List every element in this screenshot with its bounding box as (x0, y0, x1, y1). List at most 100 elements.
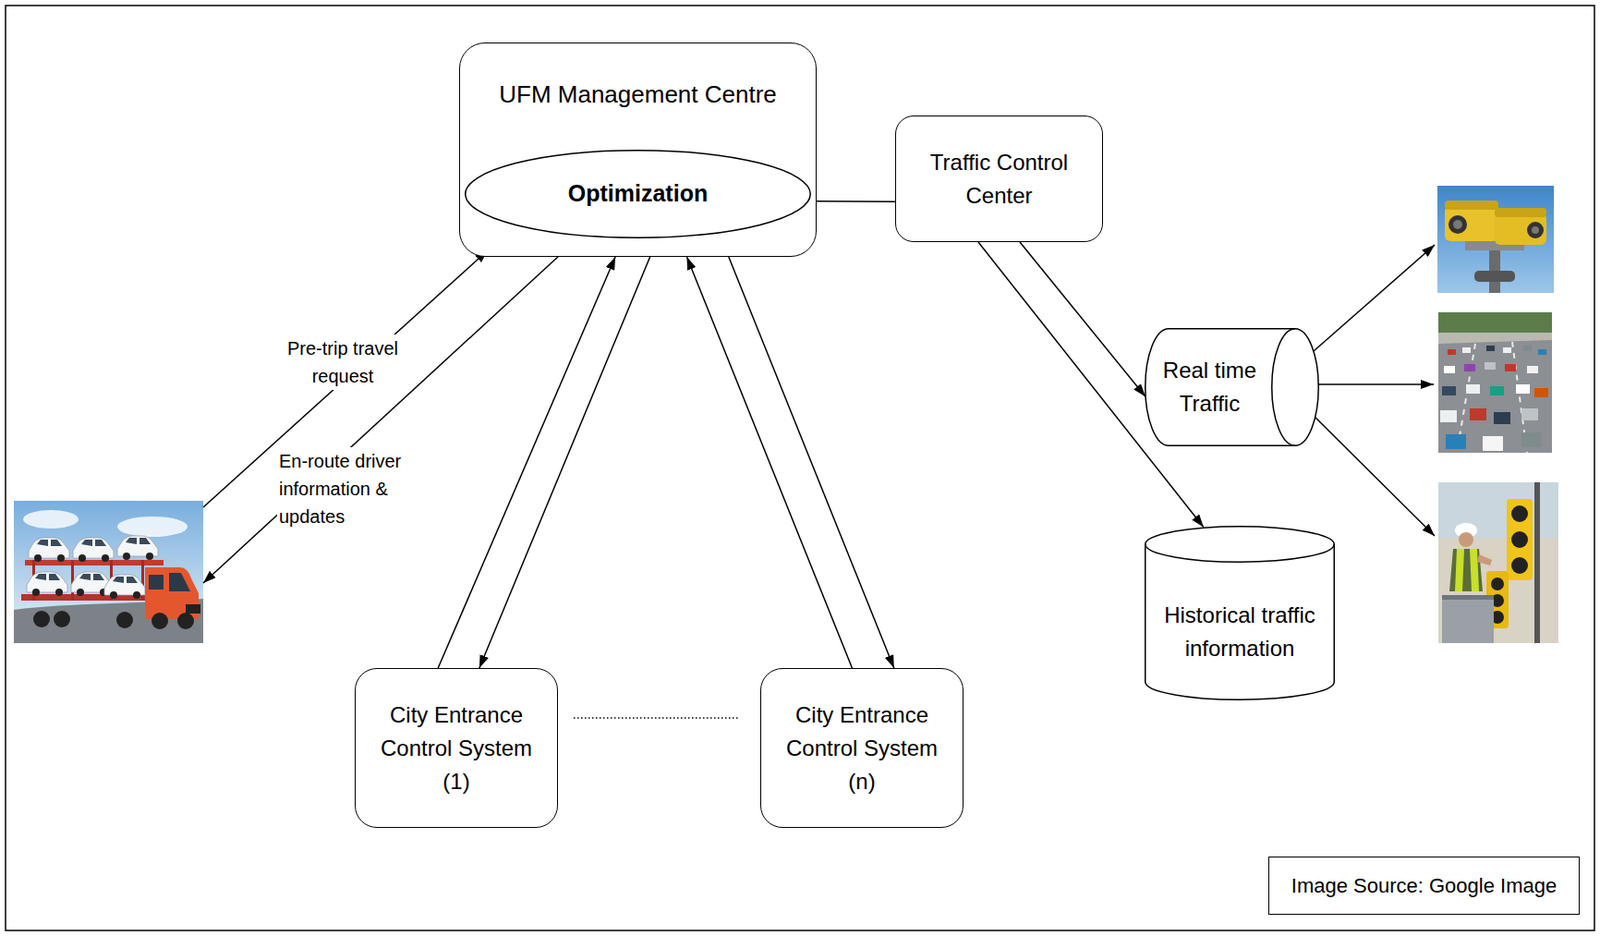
traffic-light-worker-photo-part (1438, 482, 1559, 538)
database-cylinder: Historical traffic information (1144, 525, 1335, 701)
cylinder-body (1145, 328, 1320, 447)
node-text: UFM Management Centre (498, 76, 777, 113)
highway-traffic-photo-part (1534, 387, 1549, 398)
highway-traffic-photo-part (1462, 347, 1471, 353)
cylinder-body (1145, 526, 1335, 701)
ellipse-outline (465, 150, 812, 239)
speed-camera-photo-part (1474, 270, 1516, 282)
highway-traffic-photo-part (1521, 408, 1539, 421)
source-arrow (1306, 244, 1435, 358)
car-carrier-truck-photo-part (33, 610, 50, 628)
speed-camera-photo-part (1489, 246, 1501, 293)
car-carrier-truck-photo-part (177, 612, 194, 630)
source-arrow (1306, 408, 1435, 536)
traffic-light-worker-photo-part (1442, 594, 1494, 600)
traffic-light-worker-photo-part (1477, 554, 1492, 566)
traffic-light-worker-photo-part (1511, 557, 1528, 574)
car-carrier-truck-photo-part (151, 612, 169, 630)
speed-camera-photo-part (1437, 185, 1554, 293)
connector-arrow (816, 200, 896, 203)
update-arrow (203, 255, 559, 583)
node-text: Real time Traffic (1151, 353, 1268, 421)
traffic-light-worker-photo-part (1511, 505, 1528, 522)
page-frame (5, 5, 1595, 931)
cylinder-end (1272, 328, 1296, 447)
car-carrier-truck-photo-part (23, 509, 79, 529)
car-carrier-truck-photo-part (72, 537, 114, 562)
car-carrier-truck-photo-part (28, 537, 70, 562)
speed-camera-photo-part (1444, 206, 1499, 242)
traffic-light-worker-photo-part (1506, 498, 1533, 581)
traffic-light-worker-photo-part (1534, 482, 1540, 643)
highway-traffic-photo-part (1456, 341, 1528, 453)
node-text: City Entrance Control System (n) (774, 698, 950, 799)
highway-traffic-photo-part (1504, 363, 1516, 372)
highway-traffic-photo-part (1482, 436, 1504, 451)
car-carrier-truck-photo-part (26, 571, 68, 596)
ellipsis-dots (573, 716, 740, 719)
speed-camera-photo-part (1444, 200, 1499, 210)
highway-traffic-photo-part (1438, 312, 1552, 453)
highway-traffic-photo-part (1469, 408, 1487, 421)
connector-arrow (479, 256, 651, 668)
entrance-control-box: City Entrance Control System (n) (760, 667, 964, 828)
database-cylinder: Real time Traffic (1144, 327, 1320, 447)
management-centre-box: UFM Management CentreOptimization (459, 42, 817, 257)
car-carrier-truck-photo-part (148, 574, 164, 590)
highway-traffic-photo-part (1527, 365, 1539, 374)
highway-traffic-photo-part (1445, 434, 1467, 449)
entrance-control-box: City Entrance Control System (1) (354, 667, 558, 828)
highway-traffic-photo-part (1521, 432, 1542, 448)
highway-traffic-photo-part (1438, 312, 1552, 333)
traffic-light-worker-photo-part (1442, 594, 1494, 643)
optimization-ellipse: Optimization (464, 149, 812, 239)
car-carrier-truck-photo (13, 500, 204, 643)
traffic-light-worker-photo-part (1458, 532, 1474, 547)
traffic-light-worker-photo-part (1454, 548, 1479, 592)
highway-traffic-photo-part (1466, 384, 1480, 394)
highway-traffic-photo-part (1486, 345, 1495, 352)
highway-traffic-photo-part (1523, 345, 1532, 352)
speed-camera-photo-part (1494, 207, 1547, 218)
highway-traffic-photo (1438, 312, 1552, 453)
node-text: Historical traffic information (1153, 598, 1326, 666)
node-text: Traffic Control Center (909, 145, 1090, 213)
source-note-box: Image Source: Google Image (1268, 856, 1580, 915)
node-text: Image Source: Google Image (1291, 870, 1557, 901)
speed-camera-photo-part (1448, 215, 1467, 234)
car-carrier-truck-photo-part (117, 516, 188, 537)
speed-camera-photo (1437, 185, 1554, 293)
highway-traffic-photo-part (1490, 386, 1504, 396)
node-text: City Entrance Control System (1) (368, 698, 545, 799)
highway-traffic-photo-part (1484, 362, 1496, 370)
connector-arrow (728, 256, 895, 668)
node-text: Optimization (568, 176, 708, 212)
highway-traffic-photo-part (1503, 347, 1512, 353)
car-carrier-truck-photo-part (169, 572, 191, 592)
database-cylinder-outline (1144, 327, 1320, 447)
traffic-light-worker-photo-part (1511, 531, 1528, 548)
car-carrier-truck-photo-part (71, 559, 74, 601)
highway-traffic-photo-part (1464, 363, 1476, 372)
highway-traffic-photo-part (1438, 332, 1552, 344)
traffic-light-worker-photo-part (1490, 577, 1504, 591)
highway-traffic-photo-part (1515, 384, 1530, 394)
control-center-box: Traffic Control Center (895, 115, 1104, 243)
highway-traffic-photo-part (1538, 349, 1547, 355)
speed-camera-photo-part (1494, 213, 1547, 245)
traffic-light-worker-photo-part (1449, 548, 1483, 592)
highway-traffic-photo-part (1493, 412, 1511, 425)
car-carrier-truck-photo-part (117, 535, 158, 560)
highway-traffic-photo-part (1447, 349, 1456, 355)
car-carrier-truck-photo-part (116, 611, 134, 629)
traffic-light-worker-photo (1438, 482, 1559, 643)
speed-camera-photo-part (1527, 221, 1544, 239)
speed-camera-photo-part (1531, 226, 1540, 234)
speed-camera-photo-part (1453, 219, 1463, 230)
flow-label: Pre-trip travel request (273, 334, 413, 390)
flow-label: En-route driver information & updates (277, 447, 414, 531)
connector-arrow (437, 256, 616, 668)
car-carrier-truck-photo-part (185, 604, 201, 614)
highway-traffic-photo-part (1440, 410, 1457, 423)
